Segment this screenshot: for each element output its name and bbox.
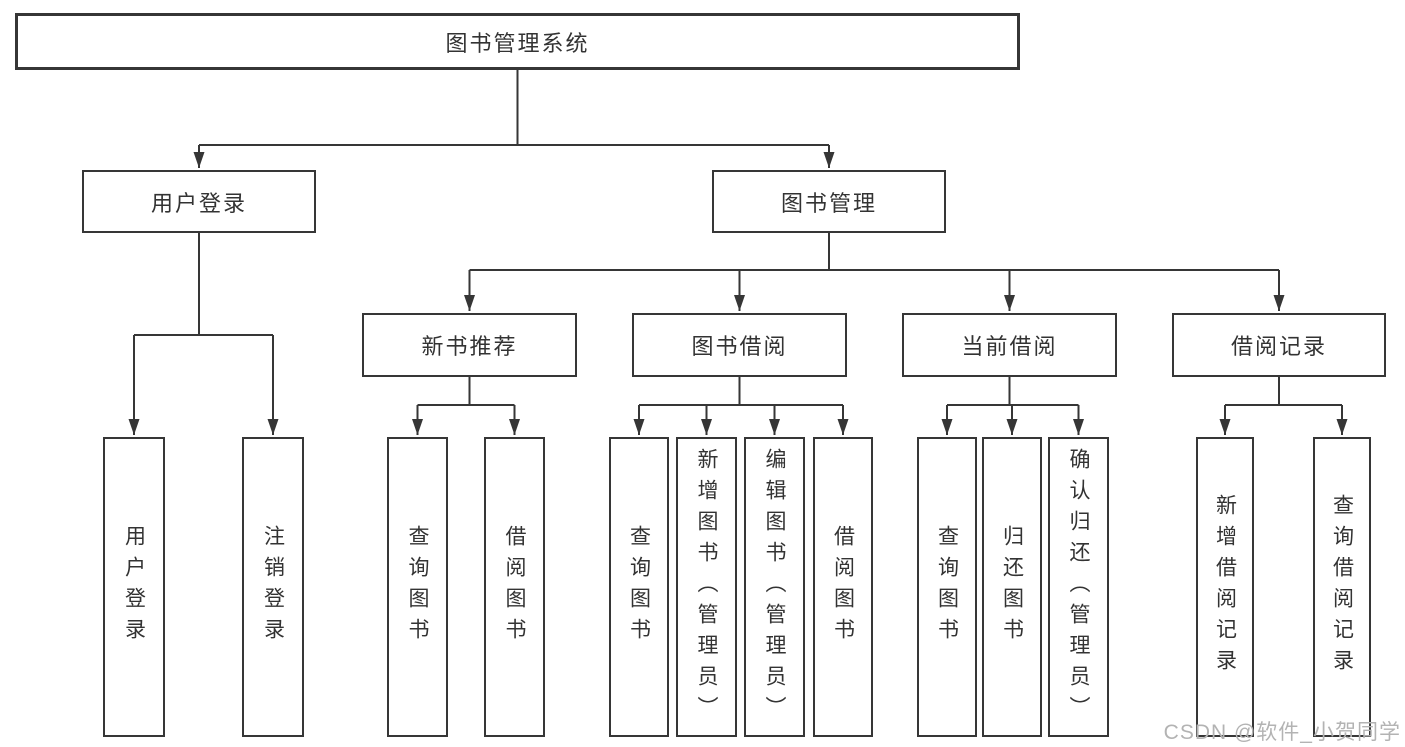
leaf-borrow-books: 借阅图书	[813, 437, 873, 737]
connector-records-split	[1225, 377, 1342, 406]
leaf-return-books: 归还图书	[982, 437, 1042, 737]
connector-newbooks-split	[417, 377, 515, 406]
node-book-borrow: 图书借阅	[632, 313, 847, 377]
node-borrow-records: 借阅记录	[1172, 313, 1386, 377]
node-system-root: 图书管理系统	[15, 13, 1020, 70]
leaf-logout: 注销登录	[242, 437, 304, 737]
leaf-query-books-current: 查询图书	[917, 437, 977, 737]
node-book-management-group: 图书管理	[712, 170, 946, 233]
leaf-borrow-books-recommend: 借阅图书	[484, 437, 545, 737]
node-current-borrow: 当前借阅	[902, 313, 1117, 377]
connector-root-split	[199, 70, 829, 146]
connector-borrow-split	[639, 377, 843, 406]
leaf-user-login: 用户登录	[103, 437, 165, 737]
leaf-add-borrow-record: 新增借阅记录	[1196, 437, 1254, 737]
leaf-confirm-return-admin: 确认归还（管理员）	[1048, 437, 1109, 737]
node-user-login-group: 用户登录	[82, 170, 316, 233]
connector-bookmgmt-split	[469, 233, 1279, 271]
connector-current-split	[947, 377, 1079, 406]
leaf-query-borrow-record: 查询借阅记录	[1313, 437, 1371, 737]
leaf-add-books-admin: 新增图书（管理员）	[676, 437, 737, 737]
leaf-edit-books-admin: 编辑图书（管理员）	[744, 437, 805, 737]
watermark: CSDN @软件_小贺同学	[1163, 721, 1401, 744]
leaf-query-books-borrow: 查询图书	[609, 437, 669, 737]
node-new-book-recommend: 新书推荐	[362, 313, 577, 377]
connector-login-split	[134, 233, 273, 336]
leaf-query-books-recommend: 查询图书	[387, 437, 448, 737]
